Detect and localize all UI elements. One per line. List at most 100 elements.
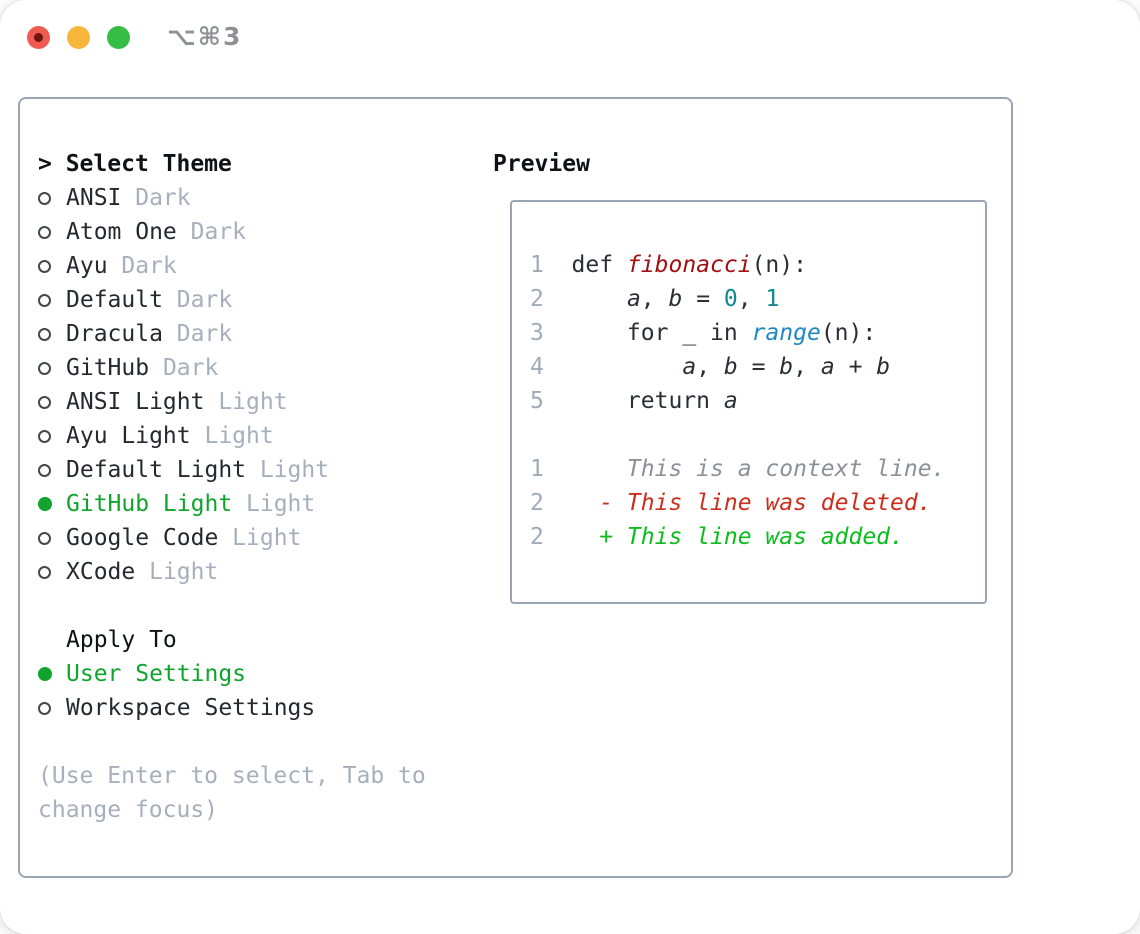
code-token-call: range (751, 320, 821, 346)
line-number: 3 (530, 320, 572, 346)
radio-icon (38, 192, 66, 205)
minimize-button[interactable] (67, 26, 90, 49)
diff-line-add: 2 + This line was added. (530, 520, 985, 554)
radio-icon (38, 702, 66, 715)
radio-icon (38, 294, 66, 307)
code-token-pln: return (571, 388, 724, 414)
code-token-pln: def (571, 252, 627, 278)
radio-icon (38, 396, 66, 409)
line-number: 4 (530, 354, 572, 380)
theme-option-atom-one[interactable]: Atom One Dark (38, 215, 426, 249)
code-token-pln: (n): (820, 320, 877, 346)
code-token-var: a (682, 354, 697, 380)
code-line: 4 a, b = b, a + b (530, 350, 985, 384)
theme-option-github-light[interactable]: GitHub Light Light (38, 487, 426, 521)
radio-icon (38, 430, 66, 443)
radio-selected-icon (38, 497, 66, 511)
line-number: 1 (530, 252, 572, 278)
apply-option-label: User Settings (66, 661, 247, 687)
theme-option-ansi[interactable]: ANSI Dark (38, 181, 426, 215)
code-token-pln: , (737, 286, 766, 312)
theme-variant: Dark (162, 287, 233, 313)
code-token-var: b (668, 286, 683, 312)
code-token-var: a (723, 388, 738, 414)
preview-header: Preview (493, 151, 590, 177)
theme-variant: Dark (107, 253, 177, 279)
theme-variant: Dark (162, 321, 233, 347)
theme-name: XCode (66, 559, 136, 585)
theme-option-default-light[interactable]: Default Light Light (38, 453, 426, 487)
theme-option-google-code[interactable]: Google Code Light (38, 521, 426, 555)
close-button[interactable] (27, 26, 50, 49)
code-token-pln: , (696, 354, 724, 380)
radio-icon (38, 226, 66, 239)
code-token-pln: (n): (751, 252, 807, 278)
spacer (38, 589, 426, 623)
code-line: 2 a, b = 0, 1 (530, 282, 985, 316)
code-token-pln (572, 286, 627, 312)
code-token-pln: = (682, 286, 724, 312)
line-number: 2 (530, 490, 572, 516)
spacer (530, 418, 985, 452)
code-token-pln: for _ in (571, 320, 752, 346)
theme-name: Atom One (66, 219, 177, 245)
radio-icon (38, 260, 66, 273)
theme-name: Dracula (66, 321, 163, 347)
radio-icon (38, 362, 66, 375)
select-theme-title: Select Theme (65, 151, 232, 177)
radio-icon (38, 464, 66, 477)
code-token-num: 1 (765, 286, 780, 312)
theme-option-dracula[interactable]: Dracula Dark (38, 317, 426, 351)
diff-line-del: 2 - This line was deleted. (530, 486, 985, 520)
code-token-pln: + (834, 354, 877, 380)
theme-name: GitHub Light (66, 491, 233, 517)
theme-name: ANSI Light (66, 389, 205, 415)
code-token-pln (572, 354, 683, 380)
code-token-var: a (626, 286, 641, 312)
radio-icon (38, 566, 66, 579)
hint-line-1: (Use Enter to select, Tab to (38, 763, 426, 789)
code-token-pln: , (793, 354, 821, 380)
theme-option-ansi-light[interactable]: ANSI Light Light (38, 385, 426, 419)
theme-name: ANSI (66, 185, 122, 211)
diff-text: + This line was added. (571, 524, 904, 550)
apply-option-user-settings[interactable]: User Settings (38, 657, 426, 691)
theme-option-ayu-light[interactable]: Ayu Light Light (38, 419, 426, 453)
theme-variant: Light (218, 525, 302, 551)
line-number: 5 (530, 388, 572, 414)
theme-name: Ayu (66, 253, 108, 279)
code-line: 3 for _ in range(n): (530, 316, 985, 350)
code-line: 1 def fibonacci(n): (530, 248, 985, 282)
theme-variant: Dark (149, 355, 219, 381)
hint-line-2: change focus) (38, 797, 219, 823)
zoom-button[interactable] (107, 26, 130, 49)
line-number: 2 (530, 524, 572, 550)
theme-name: Default (66, 287, 163, 313)
theme-variant: Light (190, 423, 274, 449)
theme-option-default[interactable]: Default Dark (38, 283, 426, 317)
line-number: 2 (530, 286, 572, 312)
theme-option-github[interactable]: GitHub Dark (38, 351, 426, 385)
prompt-icon: > (38, 151, 66, 177)
theme-name: Google Code (66, 525, 219, 551)
apply-to-header: Apply To (66, 627, 177, 653)
code-token-pln: , (640, 286, 669, 312)
theme-variant: Dark (121, 185, 191, 211)
theme-option-ayu[interactable]: Ayu Dark (38, 249, 426, 283)
code-token-var: b (779, 354, 794, 380)
diff-lines: 1 This is a context line.2 - This line w… (530, 452, 985, 554)
theme-option-xcode[interactable]: XCode Light (38, 555, 426, 589)
window-title: ⌥⌘3 (167, 22, 243, 51)
theme-variant: Dark (176, 219, 247, 245)
apply-option-workspace-settings[interactable]: Workspace Settings (38, 691, 426, 725)
code-token-var: b (723, 354, 738, 380)
theme-name: Ayu Light (66, 423, 191, 449)
code-token-num: 0 (723, 286, 738, 312)
radio-icon (38, 328, 66, 341)
